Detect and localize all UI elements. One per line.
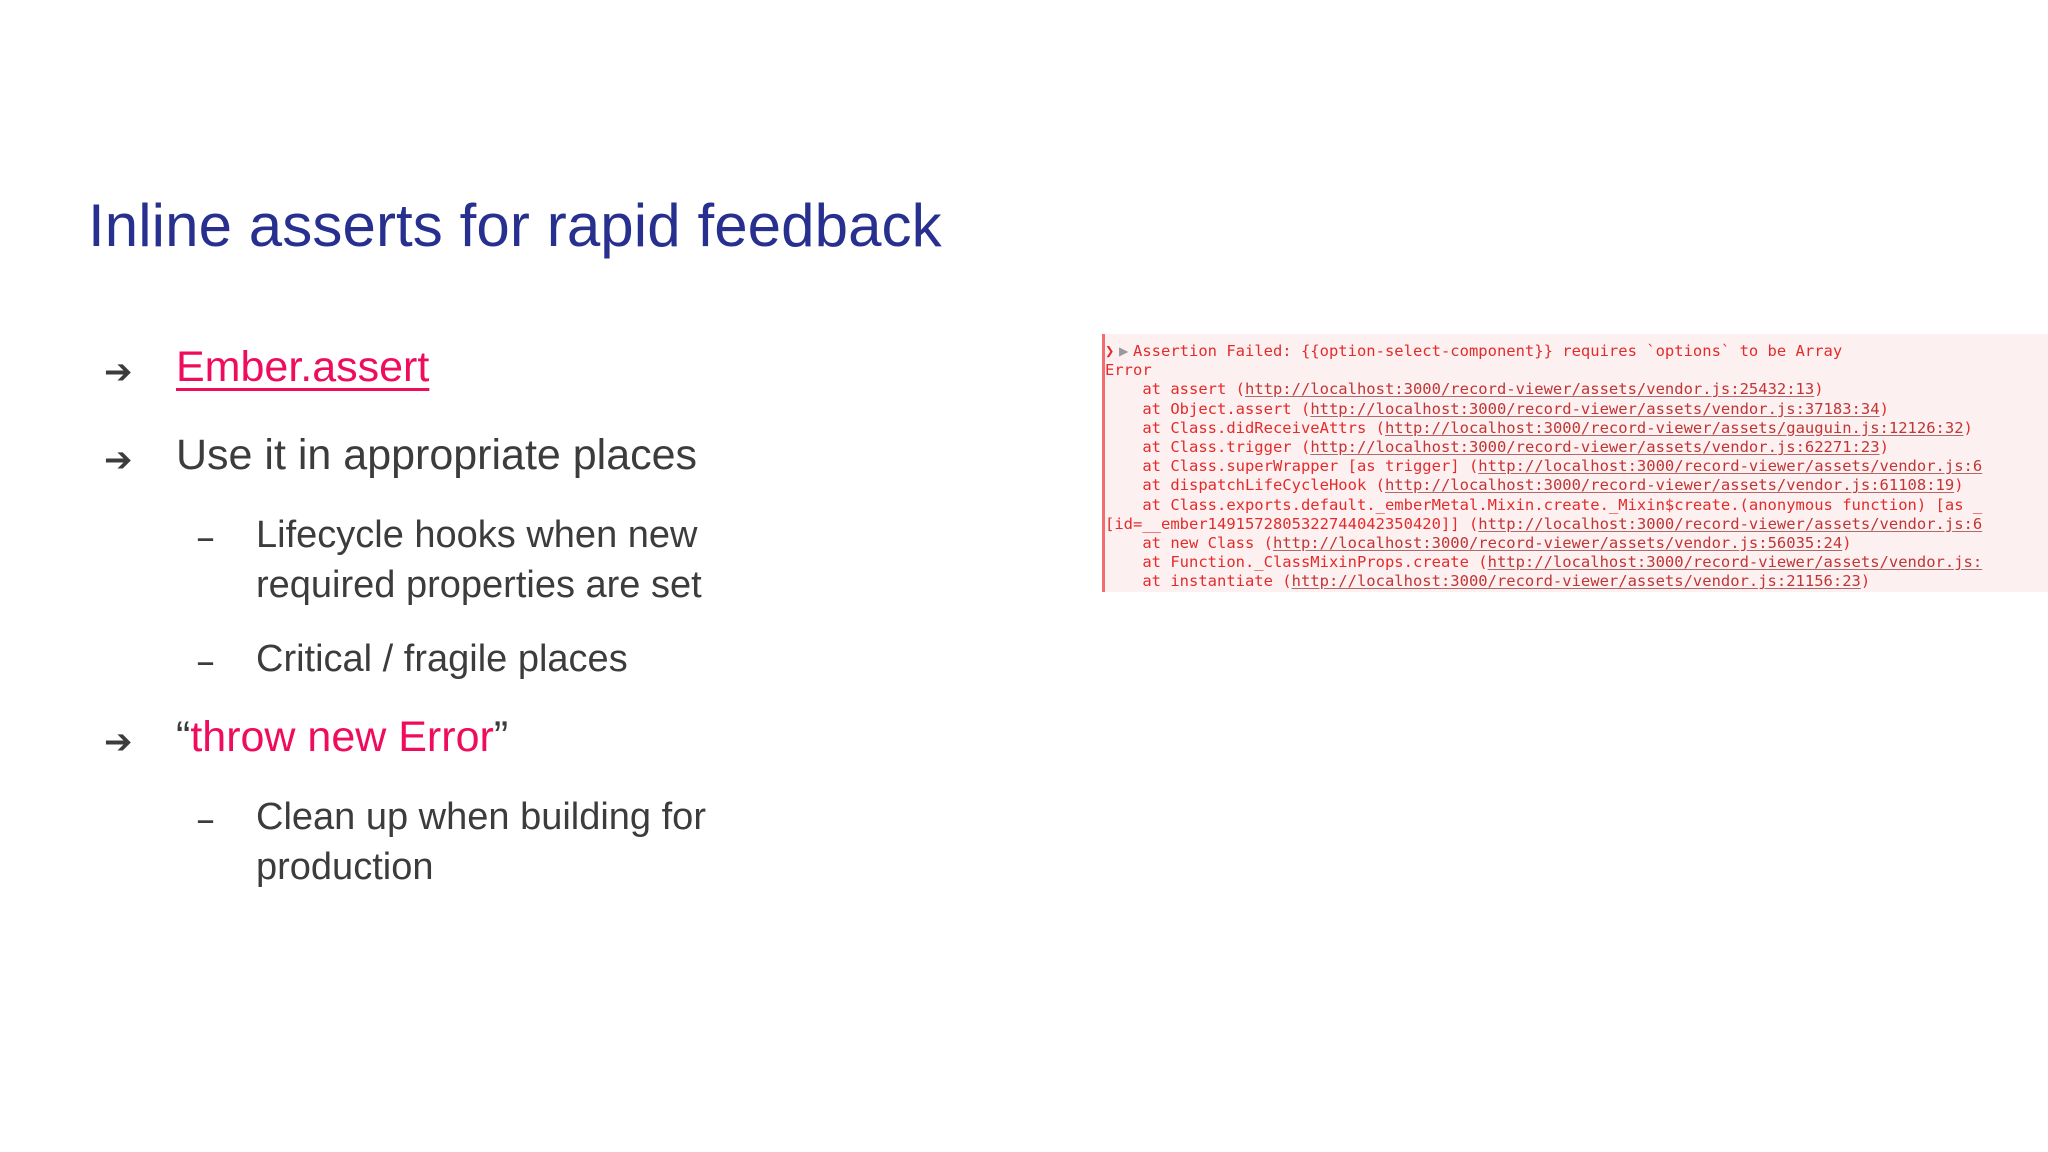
- list-item: – Lifecycle hooks when new required prop…: [196, 510, 1004, 610]
- console-line: at instantiate (http://localhost:3000/re…: [1105, 572, 2048, 591]
- console-line: at Class.trigger (http://localhost:3000/…: [1105, 438, 2048, 457]
- console-line-text: [id=__ember1491572805322744042350420]] (: [1105, 514, 1479, 533]
- console-line: [id=__ember1491572805322744042350420]] (…: [1105, 515, 2048, 534]
- console-line-text: Error: [1105, 361, 1152, 380]
- console-line-text: at Class.superWrapper [as trigger] (: [1105, 457, 1479, 476]
- console-line-text: Assertion Failed: {{option-select-compon…: [1133, 342, 1843, 360]
- console-source-link[interactable]: http://localhost:3000/record-viewer/asse…: [1384, 418, 1964, 437]
- arrow-bullet-icon: ➔: [104, 352, 133, 392]
- console-source-link[interactable]: http://localhost:3000/record-viewer/asse…: [1244, 380, 1815, 399]
- console-line-suffix: ): [1963, 418, 1973, 437]
- dash-bullet-icon: –: [196, 514, 215, 559]
- list-item-label: Lifecycle hooks when new required proper…: [256, 513, 702, 606]
- console-error-panel: ❯▶Assertion Failed: {{option-select-comp…: [1102, 334, 2048, 592]
- ember-assert-link[interactable]: Ember.assert: [176, 343, 430, 391]
- console-line: at new Class (http://localhost:3000/reco…: [1105, 534, 2048, 553]
- console-source-link[interactable]: http://localhost:3000/record-viewer/asse…: [1478, 457, 1983, 476]
- console-line: at assert (http://localhost:3000/record-…: [1105, 380, 2048, 399]
- bullet-list: ➔ Ember.assert ➔ Use it in appropriate p…: [104, 340, 1004, 916]
- dash-bullet-icon: –: [196, 797, 215, 842]
- list-item: ➔ “throw new Error”: [104, 710, 1004, 766]
- console-source-link[interactable]: http://localhost:3000/record-viewer/asse…: [1291, 572, 1861, 591]
- console-line: at Object.assert (http://localhost:3000/…: [1105, 400, 2048, 419]
- console-line-text: at Class.didReceiveAttrs (: [1105, 418, 1385, 437]
- open-quote: “: [176, 713, 191, 762]
- console-line-suffix: ): [1814, 380, 1824, 399]
- console-source-link[interactable]: http://localhost:3000/record-viewer/asse…: [1310, 399, 1880, 418]
- console-line-text: at assert (: [1105, 380, 1245, 399]
- close-quote: ”: [493, 713, 509, 762]
- list-item-label: Critical / fragile places: [256, 638, 628, 681]
- list-item: – Clean up when building for production: [196, 792, 1004, 892]
- list-item-label: Use it in appropriate places: [176, 430, 698, 479]
- console-line-text: at Class.trigger (: [1105, 437, 1311, 456]
- console-source-link[interactable]: http://localhost:3000/record-viewer/asse…: [1478, 514, 1983, 533]
- console-line: at Class.exports.default._emberMetal.Mix…: [1105, 496, 2048, 515]
- disclosure-triangle-icon[interactable]: ▶: [1119, 342, 1129, 360]
- console-source-link[interactable]: http://localhost:3000/record-viewer/asse…: [1384, 476, 1955, 495]
- console-line-text: at dispatchLifeCycleHook (: [1105, 476, 1385, 495]
- console-line: at dispatchLifeCycleHook (http://localho…: [1105, 476, 2048, 495]
- console-source-link[interactable]: http://localhost:3000/record-viewer/asse…: [1310, 437, 1880, 456]
- list-item: – Critical / fragile places: [196, 634, 1004, 686]
- console-line-suffix: ): [1879, 399, 1889, 418]
- console-line-text: at Function._ClassMixinProps.create (: [1105, 553, 1488, 572]
- arrow-bullet-icon: ➔: [104, 722, 133, 763]
- list-item-label: “throw new Error”: [176, 710, 508, 766]
- console-source-link[interactable]: http://localhost:3000/record-viewer/asse…: [1487, 553, 1983, 572]
- console-line: at Function._ClassMixinProps.create (htt…: [1105, 553, 2048, 572]
- console-source-link[interactable]: http://localhost:3000/record-viewer/asse…: [1272, 533, 1843, 552]
- console-line-suffix: ): [1860, 572, 1871, 591]
- dash-bullet-icon: –: [196, 639, 215, 684]
- console-line-suffix: ): [1879, 437, 1889, 456]
- console-line-text: at Object.assert (: [1105, 399, 1311, 418]
- console-line: at Class.superWrapper [as trigger] (http…: [1105, 457, 2048, 476]
- console-line-suffix: ): [1842, 533, 1852, 552]
- console-line: Error: [1105, 361, 2048, 380]
- page-title: Inline asserts for rapid feedback: [88, 192, 942, 259]
- list-item-label: Clean up when building for production: [256, 796, 706, 889]
- list-item: ➔ Ember.assert: [104, 340, 1004, 396]
- console-line-text: at instantiate (: [1105, 572, 1292, 591]
- console-line-text: at new Class (: [1105, 533, 1273, 552]
- expand-chevron-icon[interactable]: ❯: [1105, 342, 1115, 360]
- console-line-suffix: ): [1954, 476, 1964, 495]
- throw-new-error-text: throw new Error: [190, 713, 494, 762]
- arrow-bullet-icon: ➔: [104, 439, 133, 480]
- list-item-label: Ember.assert: [176, 340, 429, 396]
- console-line: ❯▶Assertion Failed: {{option-select-comp…: [1105, 342, 2048, 361]
- console-line-text: at Class.exports.default._emberMetal.Mix…: [1105, 495, 1983, 514]
- list-item: ➔ Use it in appropriate places: [104, 428, 1004, 484]
- console-line: at Class.didReceiveAttrs (http://localho…: [1105, 419, 2048, 438]
